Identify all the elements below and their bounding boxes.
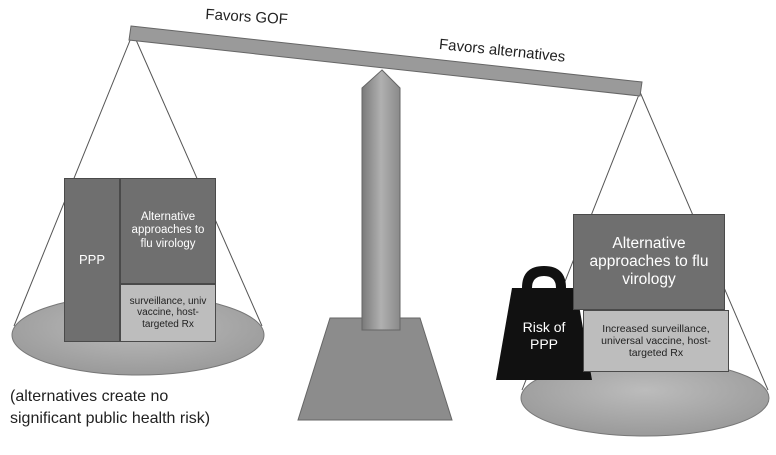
risk-weight xyxy=(496,288,592,380)
weight-handle xyxy=(522,266,566,288)
right-sub-label: Increased surveillance, universal vaccin… xyxy=(601,322,711,360)
left-alternatives-box: Alternative approaches to flu virology xyxy=(120,178,216,284)
left-sub-box: surveillance, univ vaccine, host-targete… xyxy=(120,284,216,342)
scale-post xyxy=(361,69,401,331)
left-alternatives-label: Alternative approaches to flu virology xyxy=(131,211,205,250)
scale-beam xyxy=(128,25,643,97)
alternatives-note: (alternatives create no significant publ… xyxy=(10,388,211,427)
scale-base xyxy=(297,317,453,421)
ppp-box: PPP xyxy=(64,178,120,342)
right-alternatives-box: Alternative approaches to flu virology xyxy=(573,214,725,310)
right-alternatives-label: Alternative approaches to flu virology xyxy=(589,235,709,288)
left-sub-label: surveillance, univ vaccine, host-targete… xyxy=(129,295,207,330)
right-sub-box: Increased surveillance, universal vaccin… xyxy=(583,310,729,372)
ppp-label: PPP xyxy=(78,251,105,267)
risk-of-ppp-label: Risk of PPP xyxy=(522,318,566,353)
